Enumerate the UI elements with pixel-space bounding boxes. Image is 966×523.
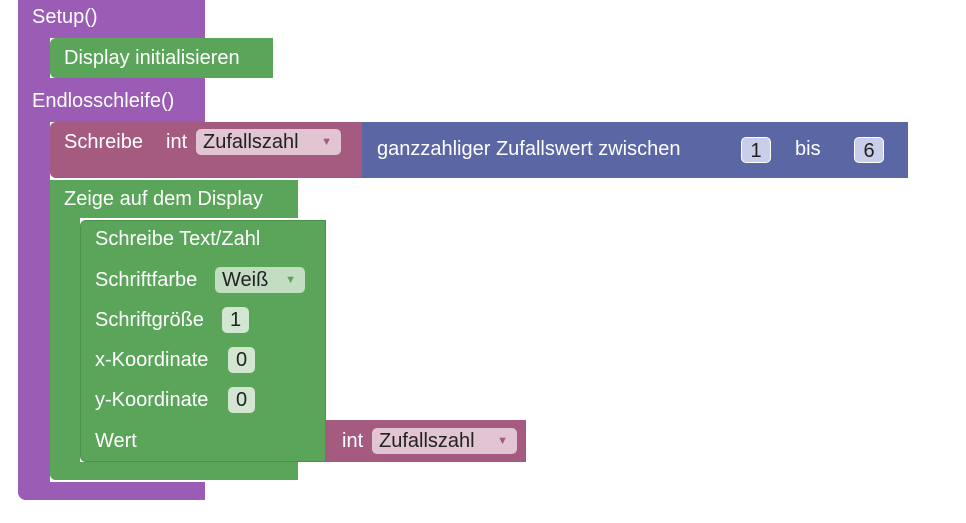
show-display-side (50, 180, 80, 480)
font-color-label: Schriftfarbe (95, 269, 198, 291)
random-int-label: ganzzahliger Zufallswert zwischen (377, 138, 681, 160)
chevron-down-icon: ▼ (321, 136, 332, 148)
write-text-block[interactable] (80, 220, 326, 462)
show-display-bottom (50, 462, 298, 480)
write-variable-label: Schreibe (64, 131, 143, 153)
setup-block-side (18, 0, 50, 90)
font-color-value: Weiß (222, 269, 269, 291)
variable-dropdown[interactable]: Zufallszahl ▼ (196, 129, 341, 155)
show-display-block[interactable] (50, 180, 298, 218)
value-variable-dropdown-value: Zufallszahl (379, 430, 475, 452)
font-size-label: Schriftgröße (95, 309, 204, 331)
value-label: Wert (95, 430, 137, 452)
loop-label: Endlosschleife() (32, 90, 175, 112)
write-variable-type: int (166, 131, 188, 153)
value-variable-dropdown[interactable]: Zufallszahl ▼ (372, 428, 517, 454)
setup-label: Setup() (32, 6, 98, 28)
chevron-down-icon: ▼ (285, 274, 296, 286)
font-color-dropdown[interactable]: Weiß ▼ (215, 267, 305, 293)
display-init-block[interactable] (50, 38, 273, 78)
value-variable-type: int (342, 430, 364, 452)
random-to-label: bis (795, 138, 821, 160)
chevron-down-icon: ▼ (497, 435, 508, 447)
x-coordinate-input[interactable]: 0 (228, 347, 255, 373)
y-coordinate-label: y-Koordinate (95, 389, 209, 411)
loop-block-side (18, 82, 50, 500)
variable-dropdown-value: Zufallszahl (203, 131, 299, 153)
random-from-input[interactable]: 1 (741, 137, 771, 163)
display-init-label: Display initialisieren (64, 47, 240, 69)
font-size-input[interactable]: 1 (222, 307, 249, 333)
y-coordinate-input[interactable]: 0 (228, 387, 255, 413)
random-int-block[interactable] (362, 122, 908, 178)
show-display-label: Zeige auf dem Display (64, 188, 263, 210)
x-coordinate-label: x-Koordinate (95, 349, 209, 371)
loop-block-bottom (18, 482, 205, 500)
random-to-input[interactable]: 6 (854, 137, 884, 163)
write-text-label: Schreibe Text/Zahl (95, 228, 261, 250)
